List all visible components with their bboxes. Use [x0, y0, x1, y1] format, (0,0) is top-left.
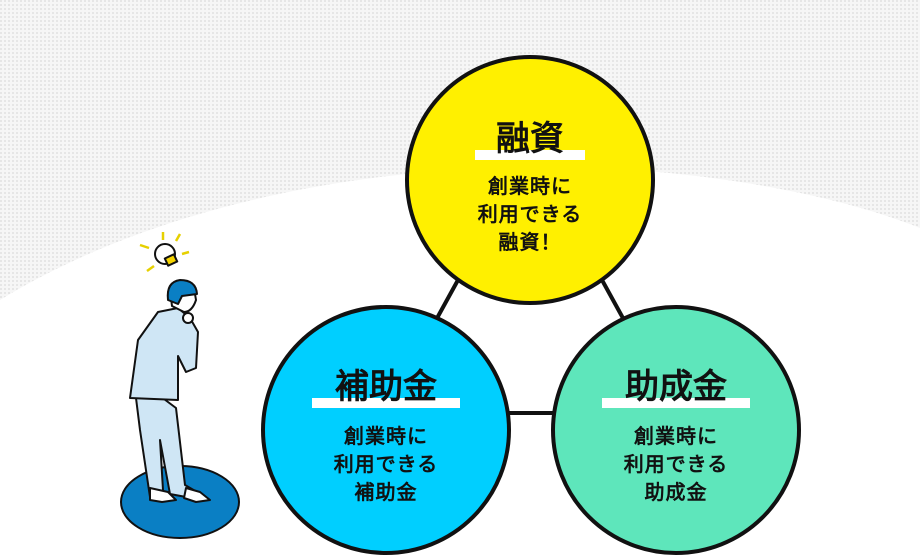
circle-line: 助成金 [645, 480, 708, 504]
circle-line: 利用できる [478, 202, 583, 226]
circle-line: 補助金 [354, 480, 418, 504]
circle-title: 融資 [496, 119, 564, 159]
circle-line: 利用できる [334, 452, 439, 476]
title-underline [602, 398, 750, 408]
circle-line: 創業時に [633, 424, 718, 448]
circle-subsidy: 補助金 創業時に 利用できる 補助金 [261, 305, 511, 555]
title-underline [312, 398, 460, 408]
connector-top-left [434, 279, 460, 321]
circle-title: 補助金 [335, 367, 438, 407]
circle-loan: 融資 創業時に 利用できる 融資！ [405, 55, 655, 305]
thinking-person-illustration [120, 232, 240, 539]
title-underline [475, 150, 585, 160]
connector-top-right [600, 279, 626, 321]
lightbulb-icon [139, 232, 190, 273]
circle-grant: 助成金 創業時に 利用できる 助成金 [551, 305, 801, 555]
hair [166, 279, 198, 305]
circle-line: 創業時に [487, 174, 572, 198]
circle-line: 創業時に [343, 424, 428, 448]
circle-line: 利用できる [624, 452, 729, 476]
circle-title: 助成金 [625, 367, 728, 407]
circle-line: 融資！ [499, 230, 562, 254]
